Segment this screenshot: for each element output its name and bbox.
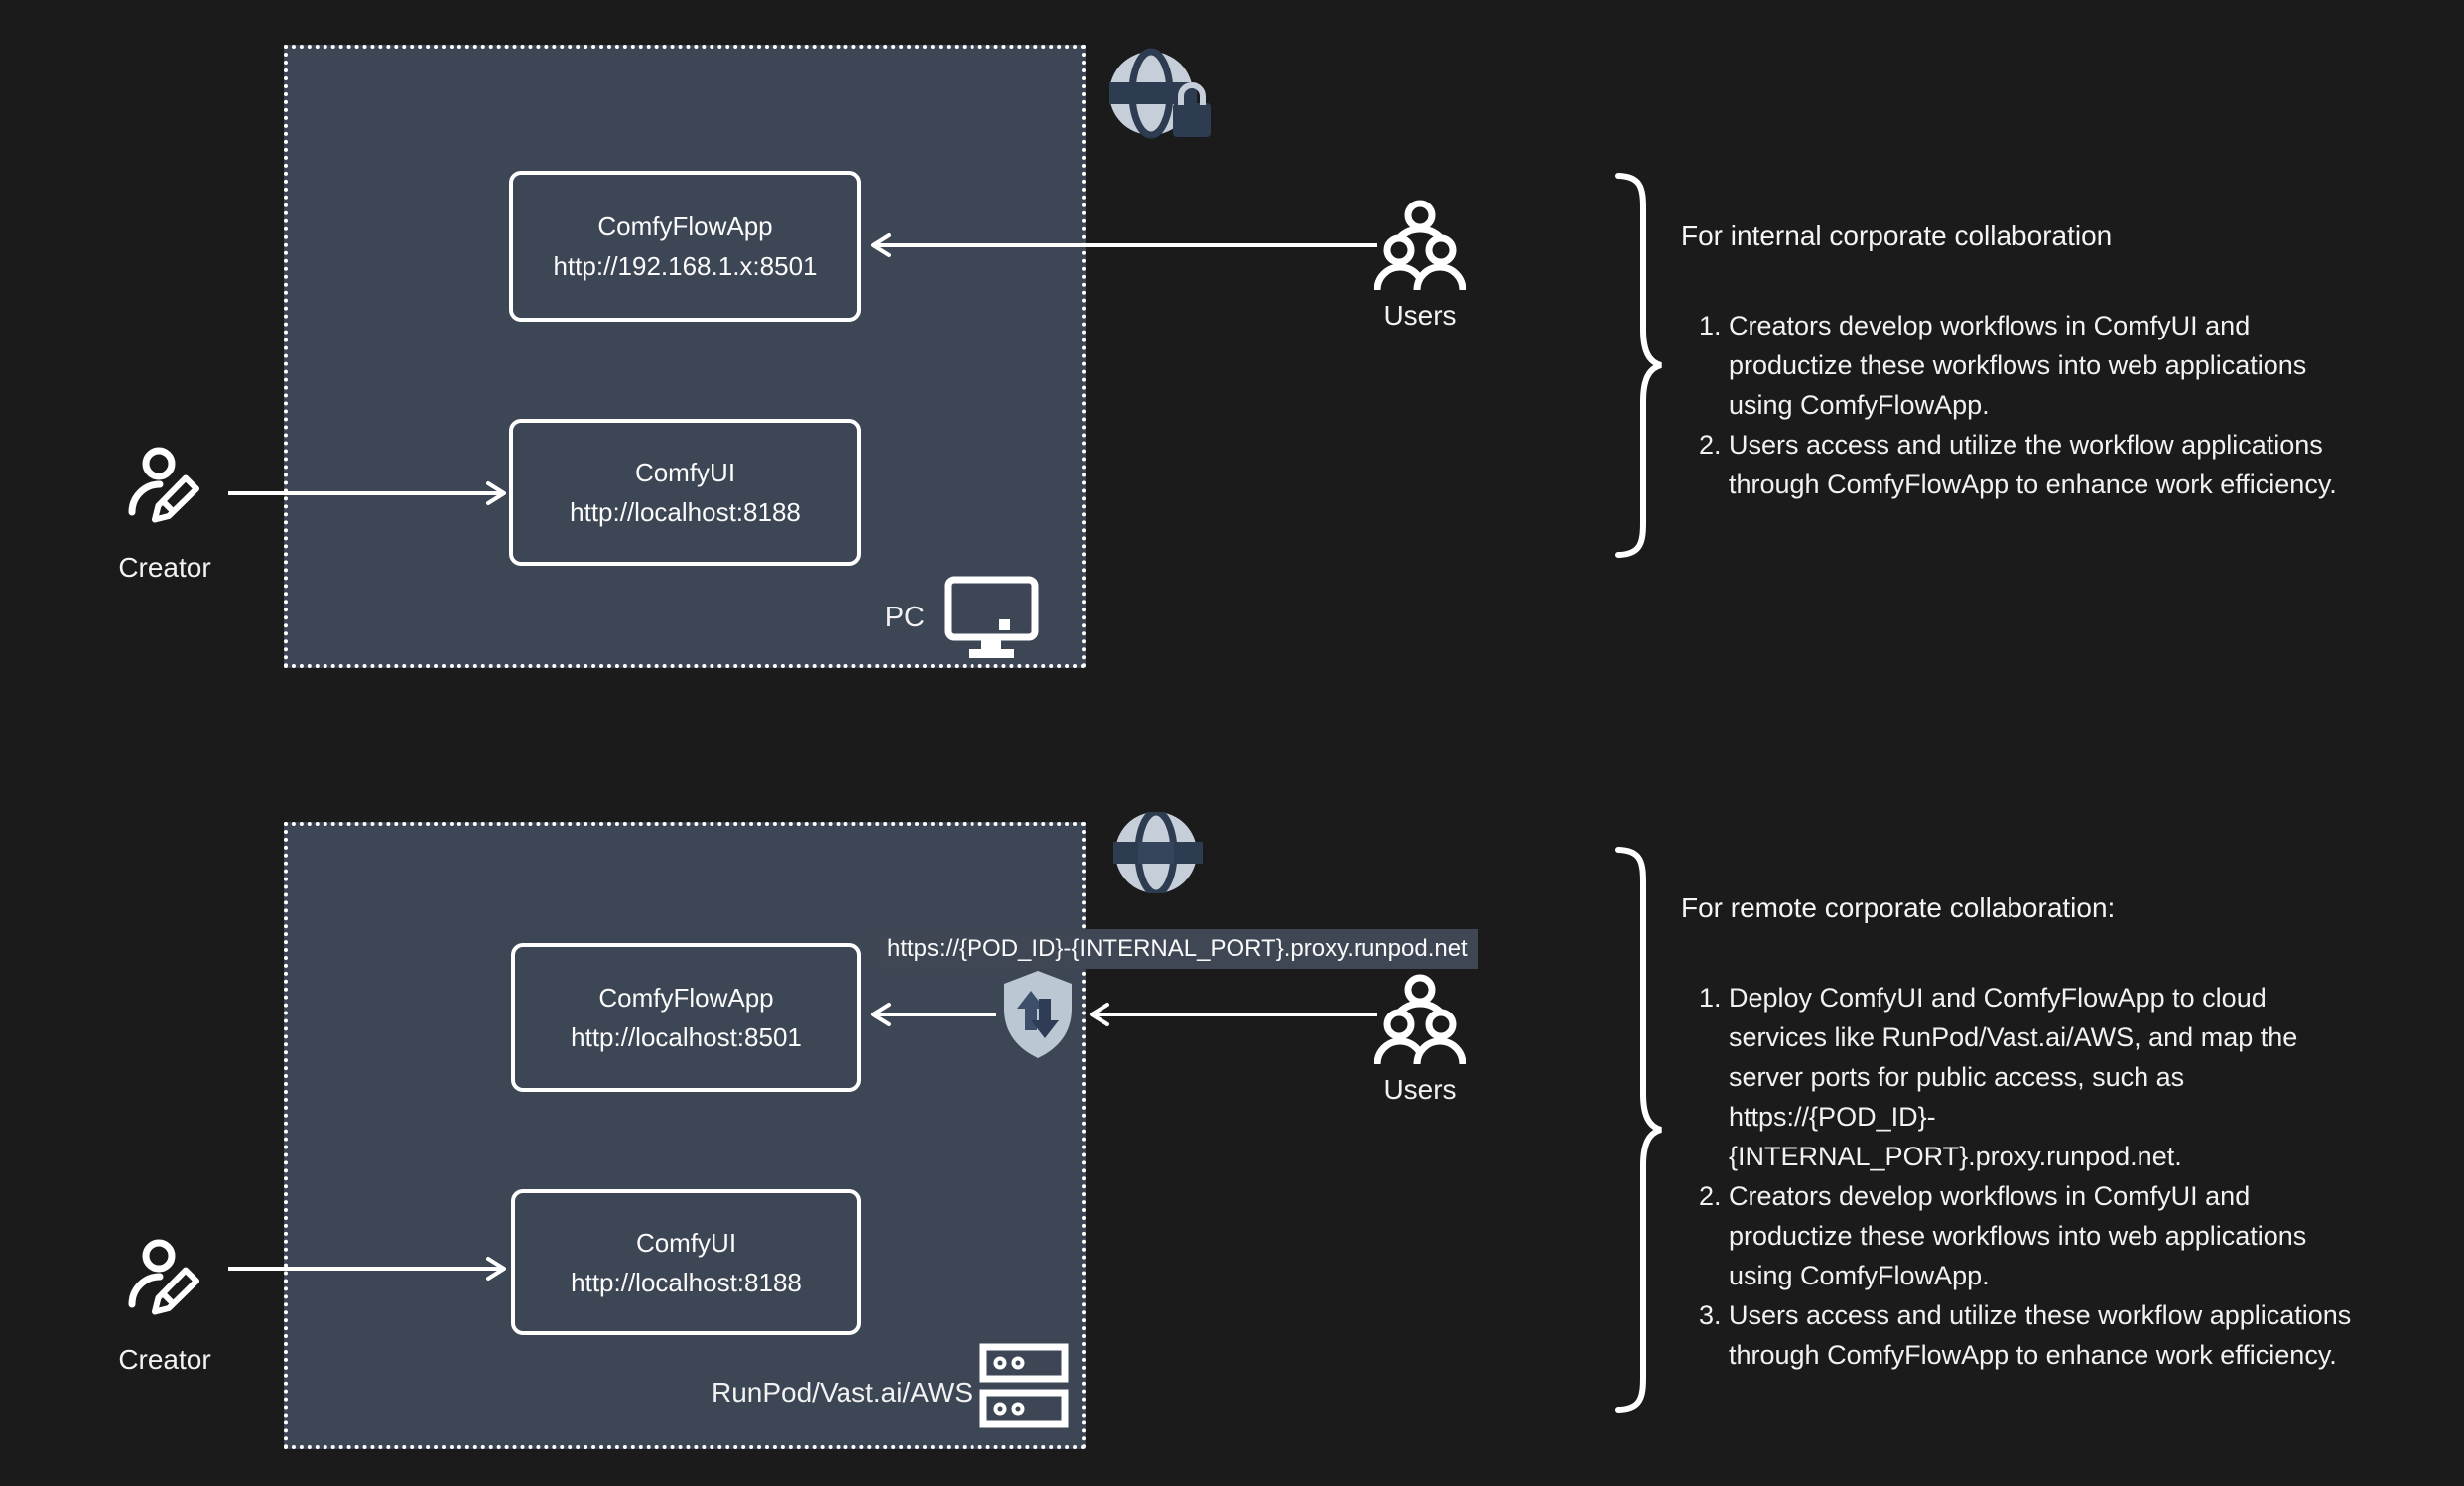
brace-remote [1612, 845, 1667, 1415]
note-item: Creators develop workflows in ComfyUI an… [1729, 1176, 2369, 1295]
notes-list: Creators develop workflows in ComfyUI an… [1681, 306, 2376, 504]
note-item: Creators develop workflows in ComfyUI an… [1729, 306, 2369, 425]
note-item: Users access and utilize the workflow ap… [1729, 425, 2369, 504]
comfyui-box-remote: ComfyUI http://localhost:8188 [511, 1189, 861, 1335]
note-item: Deploy ComfyUI and ComfyFlowApp to cloud… [1729, 978, 2369, 1176]
creator-edit-icon [125, 447, 204, 534]
globe-icon [1113, 812, 1203, 893]
arrow-users-to-comfyflowapp-internal [869, 232, 1377, 258]
monitor-icon [943, 576, 1040, 661]
comfyflowapp-box-internal: ComfyFlowApp http://192.168.1.x:8501 [509, 171, 861, 322]
app-title: ComfyUI [634, 458, 736, 487]
users-group-icon [1374, 199, 1466, 290]
brace-internal [1612, 171, 1667, 560]
arrow-creator-to-comfyui-remote [228, 1256, 508, 1282]
app-title: ComfyFlowApp [597, 211, 773, 241]
app-title: ComfyFlowApp [598, 983, 774, 1013]
server-rack-icon [978, 1342, 1070, 1431]
proxy-url: https://{POD_ID}-{INTERNAL_PORT}.proxy.r… [877, 929, 1478, 969]
arrow-proxy-to-comfyflowapp [869, 1002, 996, 1027]
notes-title: For remote corporate collaboration: [1681, 892, 2116, 923]
pc-label: PC [884, 602, 925, 633]
creator-label: Creator [118, 1344, 211, 1375]
app-url: http://localhost:8188 [571, 1267, 802, 1297]
cloud-provider-label: RunPod/Vast.ai/AWS [711, 1377, 973, 1408]
users-group-icon [1374, 973, 1466, 1064]
comfyui-box-internal: ComfyUI http://localhost:8188 [509, 419, 861, 566]
internal-notes: For internal corporate collaboration Cre… [1681, 218, 2376, 504]
secure-proxy-shield-icon [998, 969, 1078, 1060]
note-item: Users access and utilize these workflow … [1729, 1295, 2369, 1375]
globe-lock-icon [1109, 48, 1213, 143]
users-label: Users [1383, 1074, 1457, 1105]
cloud-network-boundary [284, 822, 1086, 1449]
comfyflowapp-box-remote: ComfyFlowApp http://localhost:8501 [511, 943, 861, 1092]
notes-title: For internal corporate collaboration [1681, 220, 2113, 251]
notes-list: Deploy ComfyUI and ComfyFlowApp to cloud… [1681, 978, 2376, 1375]
app-url: http://localhost:8501 [571, 1022, 802, 1052]
arrow-users-to-proxy [1088, 1002, 1377, 1027]
internal-network-boundary [284, 45, 1086, 668]
app-title: ComfyUI [635, 1227, 737, 1258]
app-url: http://192.168.1.x:8501 [553, 251, 818, 281]
creator-edit-icon [125, 1239, 204, 1326]
remote-notes: For remote corporate collaboration: Depl… [1681, 890, 2376, 1375]
arrow-creator-to-comfyui-internal [228, 480, 508, 506]
creator-label: Creator [118, 552, 211, 583]
app-url: http://localhost:8188 [570, 497, 801, 527]
users-label: Users [1383, 300, 1457, 331]
